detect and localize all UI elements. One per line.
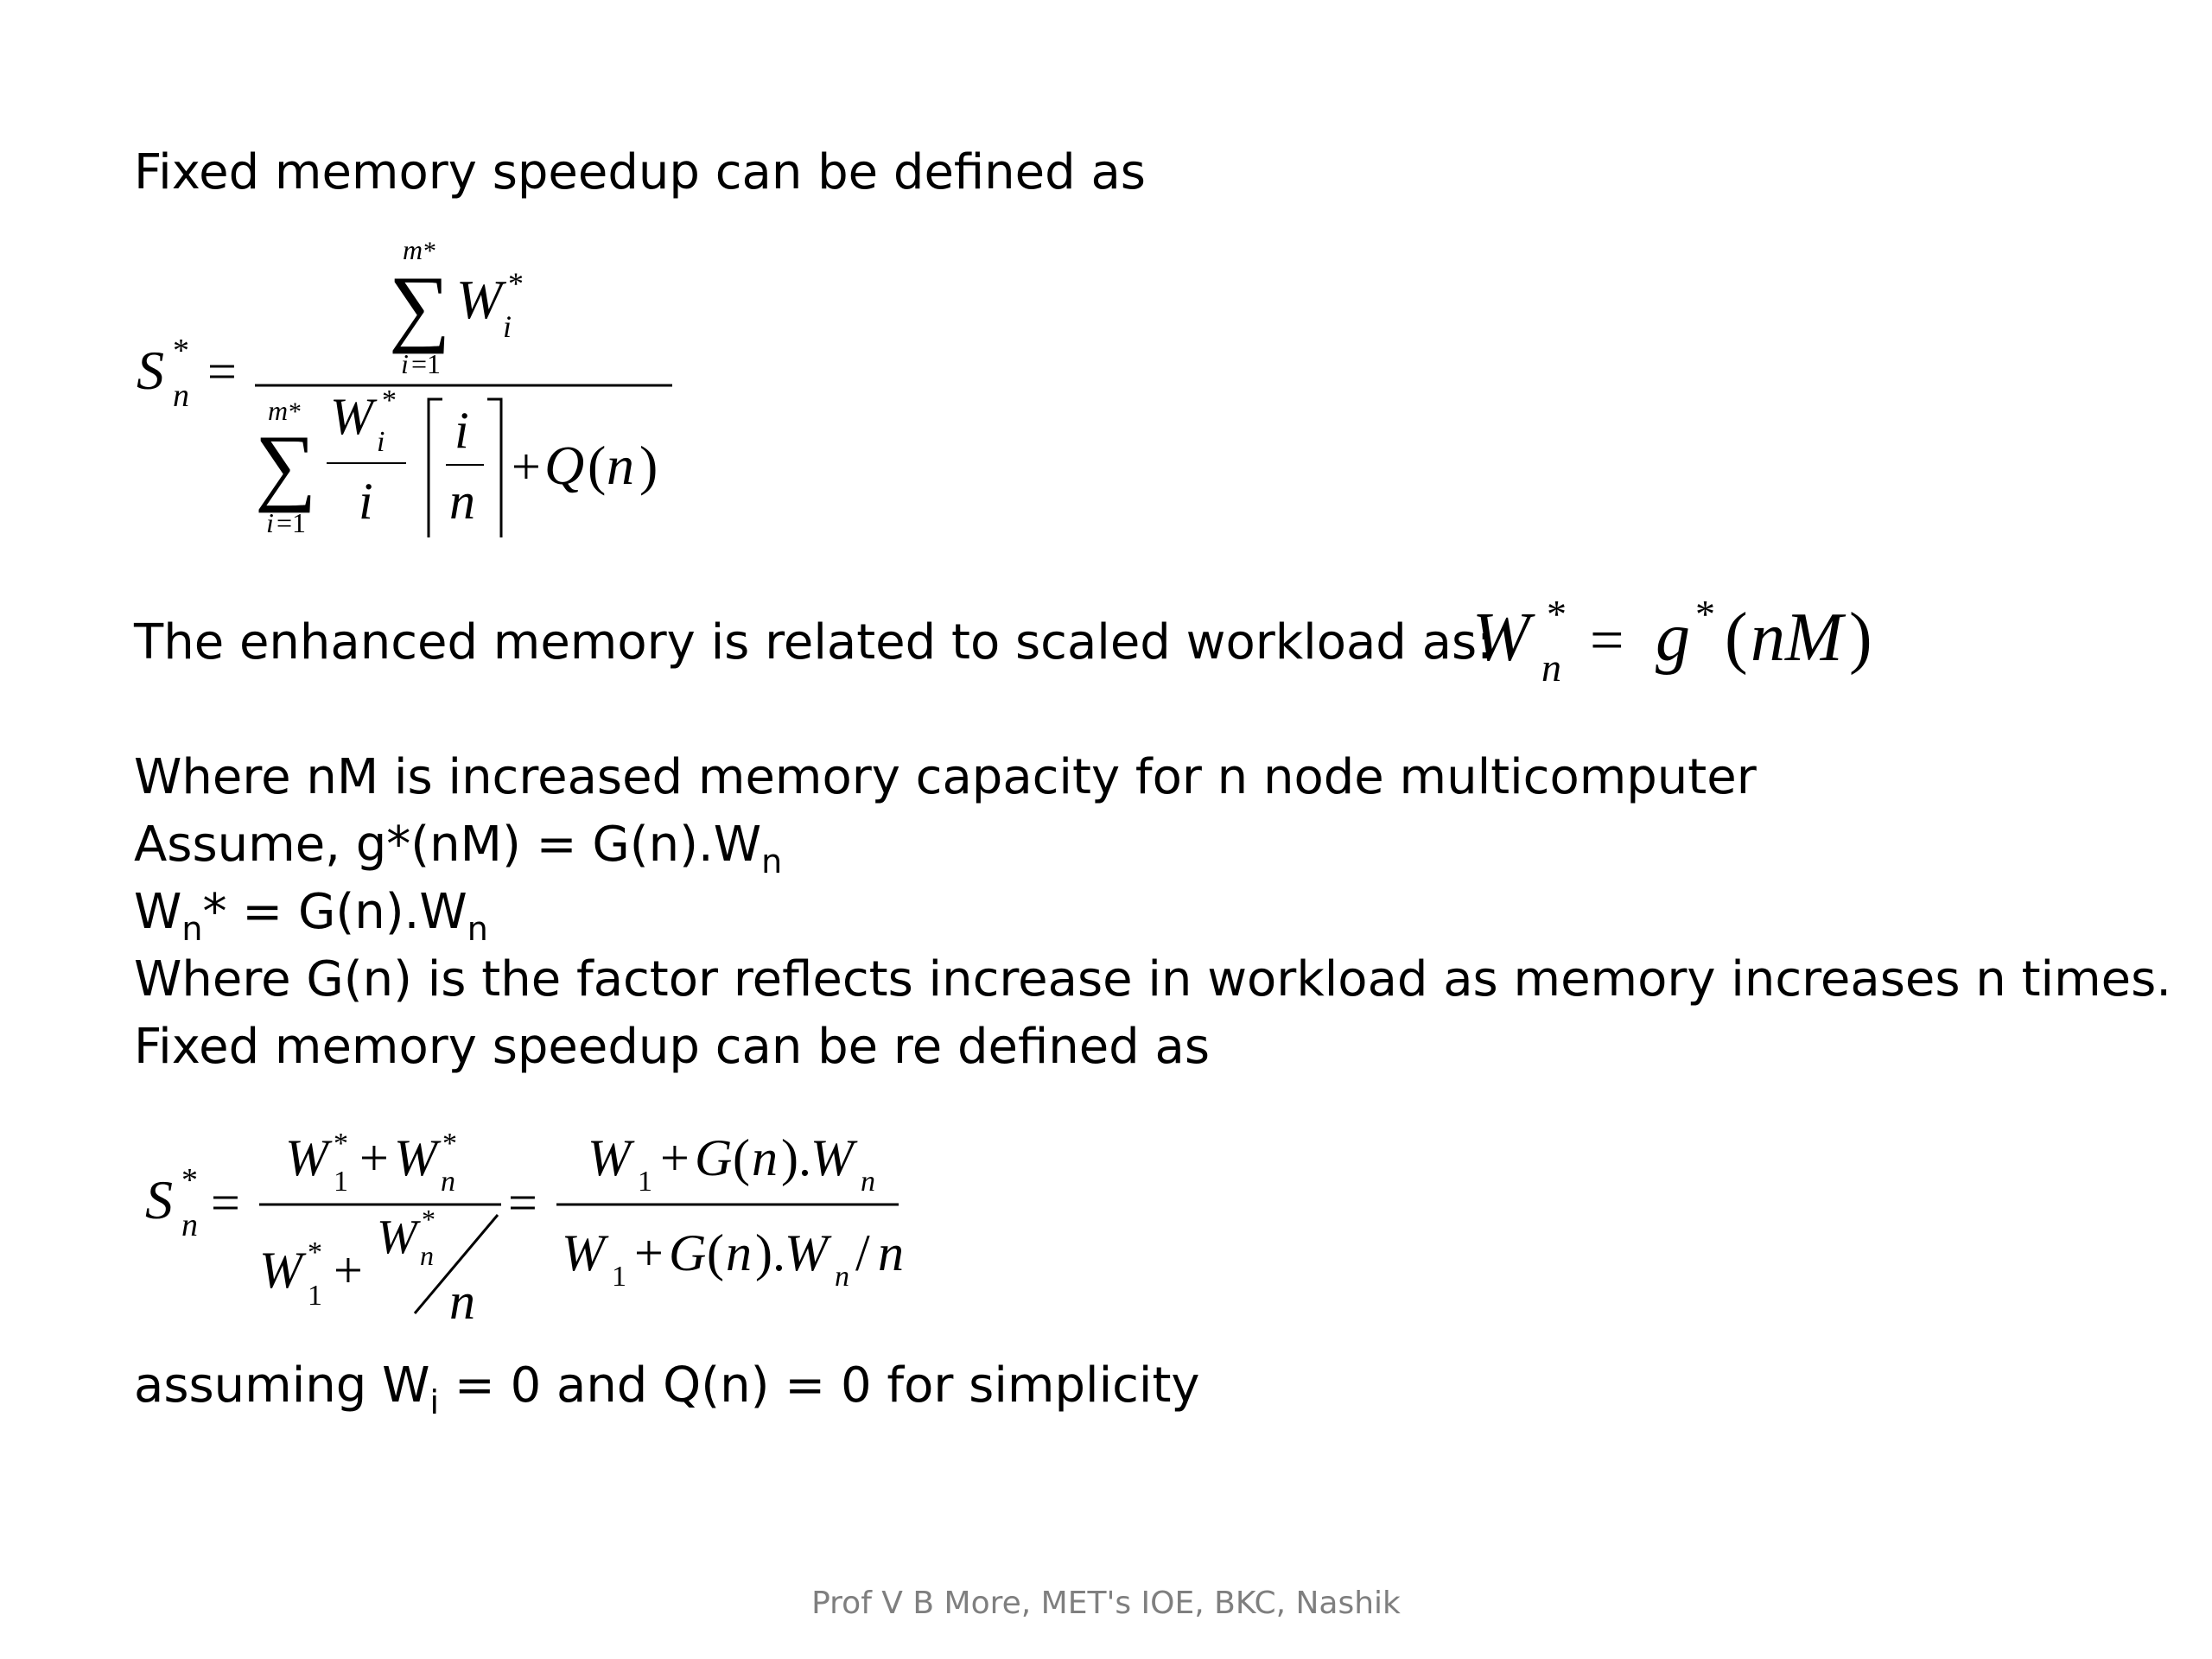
svg-text:(: ( xyxy=(588,435,606,496)
svg-text:=1: =1 xyxy=(411,348,441,379)
svg-text:n: n xyxy=(752,1129,778,1186)
svg-text:G: G xyxy=(695,1129,732,1186)
enhanced-memory-text: The enhanced memory is related to scaled… xyxy=(134,614,1494,671)
svg-text:∑: ∑ xyxy=(389,258,450,354)
svg-text:n: n xyxy=(420,1240,434,1271)
svg-text:=1: =1 xyxy=(276,507,306,538)
svg-text:*: * xyxy=(423,237,436,265)
svg-text:*: * xyxy=(308,1236,322,1268)
wn-star-equation-text: Wn* = G(n).Wn xyxy=(134,884,488,948)
svg-text:i: i xyxy=(377,426,385,458)
svg-text:W: W xyxy=(394,1129,442,1186)
svg-text:=: = xyxy=(211,1174,240,1231)
svg-text:1: 1 xyxy=(308,1280,322,1312)
svg-text:W: W xyxy=(259,1242,307,1299)
svg-text:): ) xyxy=(1849,600,1872,676)
svg-text:*: * xyxy=(1695,592,1715,636)
svg-text:W: W xyxy=(1472,600,1535,676)
svg-text:=: = xyxy=(207,343,237,400)
svg-text:*: * xyxy=(382,385,397,416)
svg-text:i: i xyxy=(266,507,274,538)
svg-text:n: n xyxy=(835,1261,849,1293)
svg-text:1: 1 xyxy=(638,1166,652,1198)
svg-text:i: i xyxy=(359,473,373,530)
svg-text:n: n xyxy=(726,1224,752,1281)
svg-text:W: W xyxy=(285,1129,333,1186)
svg-text:i: i xyxy=(503,309,512,344)
svg-text:m: m xyxy=(268,395,288,426)
svg-text:W: W xyxy=(785,1224,832,1281)
assuming-text: assuming Wi = 0 and Q(n) = 0 for simplic… xyxy=(134,1357,1200,1421)
svg-text:nM: nM xyxy=(1751,600,1847,676)
svg-text:1: 1 xyxy=(334,1166,348,1198)
svg-text:i: i xyxy=(454,402,469,459)
svg-text:+: + xyxy=(512,438,541,495)
svg-text:(: ( xyxy=(707,1224,724,1281)
svg-text:W: W xyxy=(377,1211,421,1264)
svg-text:W: W xyxy=(562,1224,609,1281)
svg-text:g: g xyxy=(1656,600,1690,676)
svg-text:n: n xyxy=(181,1207,198,1243)
svg-text:): ) xyxy=(639,435,658,496)
svg-text:*: * xyxy=(334,1128,348,1160)
redefined-text: Fixed memory speedup can be re defined a… xyxy=(134,1019,1211,1075)
svg-text:n: n xyxy=(1541,645,1561,690)
svg-text:W: W xyxy=(588,1129,635,1186)
svg-text:m: m xyxy=(403,234,423,265)
svg-text:*: * xyxy=(422,1204,435,1235)
svg-text:n: n xyxy=(607,435,634,496)
svg-text:=: = xyxy=(1590,607,1624,674)
svg-text:W: W xyxy=(810,1129,858,1186)
scaled-workload-equation: W * n = g * ( nM ) xyxy=(1472,592,1872,690)
svg-text:W: W xyxy=(456,269,507,330)
svg-text:*: * xyxy=(181,1162,198,1198)
svg-text:n: n xyxy=(861,1166,875,1198)
svg-text:/: / xyxy=(855,1224,870,1281)
svg-text:n: n xyxy=(173,378,189,414)
svg-text:n: n xyxy=(449,1273,475,1330)
svg-text:(: ( xyxy=(733,1129,750,1186)
fixed-memory-speedup-equation: S * n = m * ∑ W * i i =1 m * ∑ i =1 W * … xyxy=(137,234,672,538)
redefined-speedup-equation: S * n = W * 1 + W * n W * 1 + W * n n = … xyxy=(145,1128,904,1330)
svg-text:+: + xyxy=(634,1224,664,1281)
svg-text:+: + xyxy=(334,1242,363,1299)
where-nm-text: Where nM is increased memory capacity fo… xyxy=(134,749,1757,805)
intro-text: Fixed memory speedup can be defined as xyxy=(134,144,1146,200)
svg-text:(: ( xyxy=(1725,600,1748,676)
svg-text:1: 1 xyxy=(612,1261,626,1293)
svg-text:).: ). xyxy=(781,1129,811,1186)
svg-text:G: G xyxy=(669,1224,706,1281)
svg-text:*: * xyxy=(173,333,189,369)
svg-text:*: * xyxy=(442,1128,457,1160)
svg-text:=: = xyxy=(508,1174,537,1231)
svg-text:Q: Q xyxy=(544,435,584,496)
svg-text:+: + xyxy=(359,1129,389,1186)
svg-text:i: i xyxy=(401,348,409,379)
assume-text: Assume, g*(nM) = G(n).Wn xyxy=(134,817,783,880)
svg-text:*: * xyxy=(289,397,302,426)
svg-text:n: n xyxy=(878,1224,904,1281)
slide-footer: Prof V B More, MET's IOE, BKC, Nashik xyxy=(811,1586,1401,1621)
svg-text:S: S xyxy=(137,340,164,401)
svg-text:W: W xyxy=(330,388,378,445)
svg-text:*: * xyxy=(508,266,524,301)
svg-text:+: + xyxy=(660,1129,690,1186)
where-gn-text: Where G(n) is the factor reflects increa… xyxy=(134,951,2172,1007)
svg-text:S: S xyxy=(145,1169,173,1230)
svg-text:).: ). xyxy=(755,1224,785,1281)
svg-text:*: * xyxy=(1547,592,1567,636)
svg-text:n: n xyxy=(449,473,475,530)
svg-text:∑: ∑ xyxy=(255,417,316,513)
svg-text:n: n xyxy=(441,1166,455,1198)
